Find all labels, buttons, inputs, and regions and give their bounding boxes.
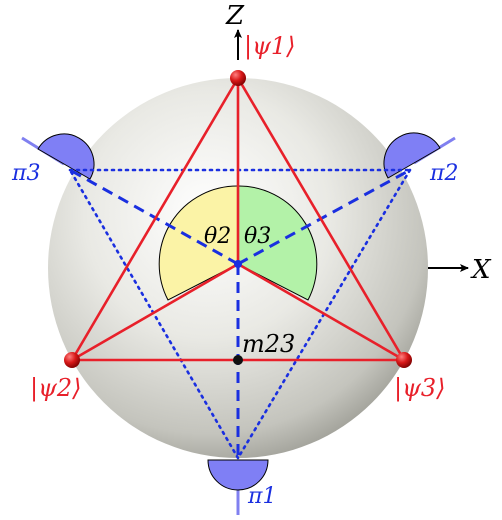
- psi2-point: [64, 352, 80, 368]
- pi3-label: π3: [11, 161, 40, 186]
- psi3-label: |ψ3⟩: [394, 374, 446, 403]
- m23-point: [233, 355, 243, 365]
- psi1-label: |ψ1⟩: [244, 32, 296, 61]
- z-axis-label: Z: [225, 1, 245, 31]
- psi2-label: |ψ2⟩: [30, 374, 82, 403]
- pi2-label: π2: [429, 161, 458, 186]
- center-point: [234, 260, 242, 268]
- pi1-label: π1: [247, 484, 276, 509]
- psi3-point: [396, 352, 412, 368]
- theta3-label: θ3: [244, 224, 271, 249]
- m23-label: m23: [242, 330, 295, 358]
- pi1-projector: [207, 459, 269, 491]
- pi2-projector: [383, 132, 441, 179]
- x-axis-label: X: [470, 255, 492, 285]
- theta2-label: θ2: [204, 224, 231, 249]
- psi1-point: [230, 70, 246, 86]
